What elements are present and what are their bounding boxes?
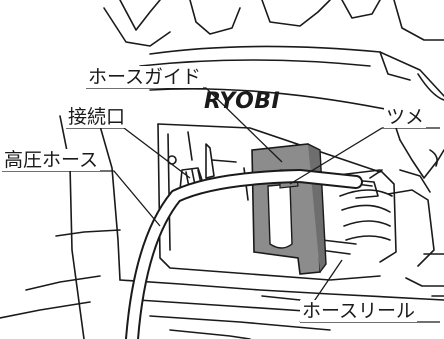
top-shroud [119, 0, 161, 31]
leader-hose-guide [86, 87, 283, 163]
leader-claw [289, 127, 440, 185]
ryobi-logo: RYOBI [204, 89, 280, 114]
high-pressure-hose-label: 高圧ホース [2, 149, 101, 171]
body-panel [149, 88, 401, 141]
leader-connection [66, 127, 191, 179]
leader-high-pressure [2, 170, 161, 227]
claw-label: ツメ [384, 106, 427, 128]
reel-drum [329, 169, 397, 263]
connection-port-label: 接続口 [66, 106, 128, 128]
hose-guide-label: ホースガイド [86, 66, 204, 88]
hose-reel-label: ホースリール [300, 300, 418, 322]
base [119, 279, 444, 301]
